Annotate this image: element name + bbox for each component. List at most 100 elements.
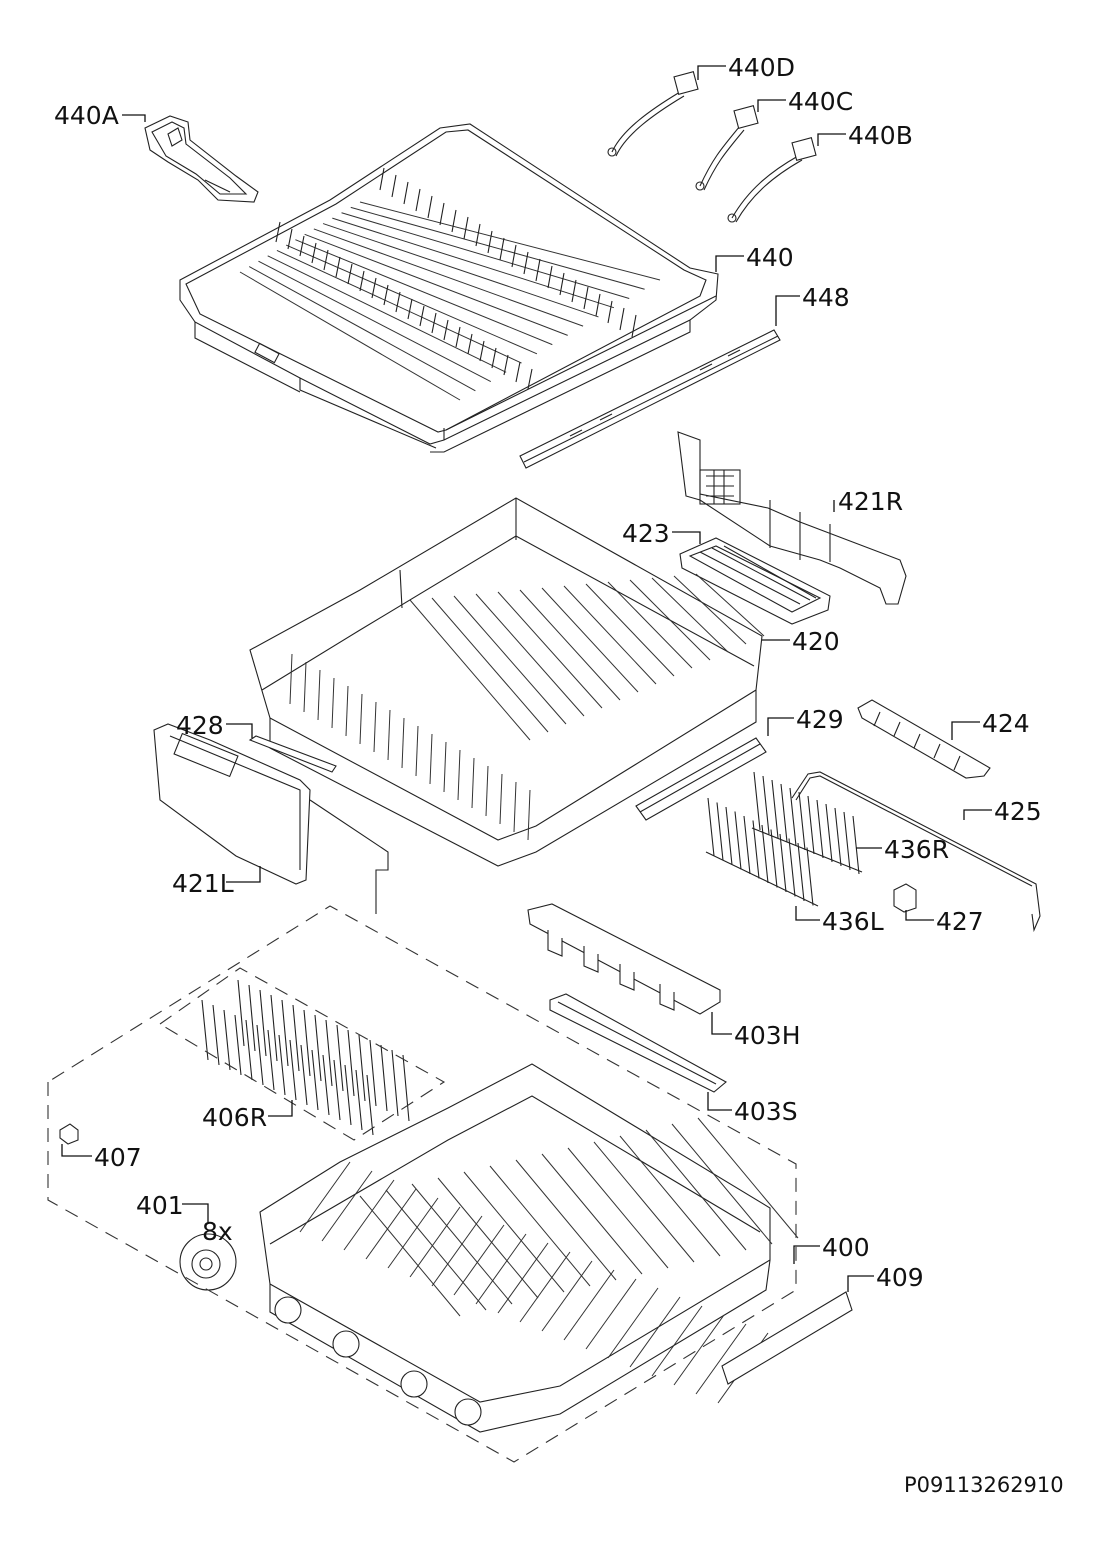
- drawing-stroke: [571, 279, 577, 303]
- part-440-drawing: [179, 123, 719, 453]
- part-448-drawing: [519, 329, 781, 469]
- part-423-drawing: [679, 537, 831, 625]
- drawing-stroke: [380, 1044, 388, 1112]
- drawing-stroke: [212, 1004, 220, 1066]
- label-421R: 421R: [838, 487, 903, 516]
- drawing-stroke: [716, 802, 724, 861]
- part-425-drawing: [791, 771, 1041, 933]
- drawing-stroke: [563, 585, 657, 685]
- label-423: 423: [622, 519, 670, 548]
- drawing-stroke: [651, 1305, 703, 1377]
- drawing-stroke: [415, 188, 421, 212]
- drawing-stroke: [299, 1161, 351, 1233]
- part-406R-drawing: [201, 979, 410, 1136]
- drawing-stroke: [431, 312, 437, 334]
- drawing-stroke: [358, 1034, 366, 1102]
- drawing-stroke: [527, 368, 533, 390]
- drawing-stroke: [491, 347, 497, 369]
- drawing-stroke: [585, 1278, 637, 1350]
- drawing-stroke: [322, 223, 599, 318]
- drawing-stroke: [311, 1049, 319, 1111]
- part-440A-drawing: [144, 115, 259, 203]
- drawing-stroke: [344, 1064, 352, 1126]
- drawer-grid: [239, 167, 661, 401]
- drawing-stroke: [651, 577, 729, 653]
- drawing-stroke: [415, 725, 419, 777]
- drawing-stroke: [431, 597, 549, 733]
- drawing-stroke: [607, 581, 693, 669]
- drawing-stroke: [761, 824, 769, 884]
- drawing-stroke: [409, 1206, 461, 1278]
- drawing-stroke: [281, 999, 289, 1067]
- drawing-stroke: [300, 1044, 308, 1106]
- drawing-stroke: [201, 999, 209, 1061]
- drawing-stroke: [503, 354, 509, 376]
- drawing-stroke: [292, 1004, 300, 1072]
- drawing-stroke: [479, 340, 485, 362]
- drawing-stroke: [499, 237, 505, 261]
- drawing-stroke: [383, 284, 389, 306]
- drawing-stroke: [443, 319, 449, 341]
- drawing-stroke: [299, 235, 305, 257]
- rack-436L-tines: [707, 797, 814, 906]
- drawing-stroke: [245, 1019, 253, 1081]
- drawing-stroke: [369, 1039, 377, 1107]
- drawing-stroke: [707, 797, 715, 857]
- drawing-stroke: [427, 195, 433, 219]
- drawing-stroke: [619, 1135, 721, 1257]
- drawing-stroke: [523, 251, 529, 275]
- drawing-stroke: [391, 1049, 399, 1117]
- drawing-stroke: [439, 202, 445, 226]
- drawing-stroke: [780, 783, 788, 843]
- drawing-stroke: [323, 249, 329, 271]
- drawing-stroke: [401, 717, 405, 769]
- drawing-stroke: [595, 293, 601, 317]
- drawing-stroke: [248, 984, 256, 1052]
- drawing-stroke: [359, 693, 363, 745]
- drawing-stroke: [825, 803, 833, 863]
- drawing-stroke: [239, 271, 461, 401]
- lower-basket-wires: [299, 1117, 799, 1404]
- drawing-stroke: [541, 1153, 643, 1275]
- drawing-stroke: [267, 1029, 275, 1091]
- drawing-stroke: [487, 230, 493, 254]
- drawing-stroke: [515, 1159, 617, 1281]
- drawing-stroke: [379, 167, 385, 191]
- lower-assembly-outline: [47, 905, 797, 1463]
- drawing-stroke: [350, 206, 645, 290]
- drawing-stroke: [429, 733, 433, 785]
- label-436L: 436L: [822, 907, 884, 936]
- drawing-stroke: [806, 847, 814, 906]
- drawing-stroke: [563, 1269, 615, 1341]
- label-424: 424: [982, 709, 1030, 738]
- drawing-stroke: [457, 749, 461, 801]
- label-401-quantity: 8x: [202, 1217, 233, 1246]
- label-440A: 440A: [54, 101, 119, 130]
- leader-lines: [61, 65, 992, 1292]
- drawing-stroke: [788, 838, 796, 897]
- drawing-stroke: [335, 256, 341, 278]
- drawing-stroke: [259, 989, 267, 1057]
- drawing-stroke: [527, 789, 531, 841]
- drawing-stroke: [359, 201, 661, 281]
- drawing-stroke: [695, 573, 765, 637]
- drawing-stroke: [371, 277, 377, 299]
- drawing-stroke: [607, 1287, 659, 1359]
- label-409: 409: [876, 1263, 924, 1292]
- drawing-stroke: [695, 1323, 747, 1395]
- drawing-stroke: [471, 757, 475, 809]
- drawing-stroke: [237, 979, 245, 1047]
- drawing-stroke: [789, 787, 797, 847]
- part-440B-drawing: [727, 137, 817, 223]
- drawing-stroke: [585, 583, 675, 677]
- label-440: 440: [746, 243, 794, 272]
- label-427: 427: [936, 907, 984, 936]
- drawing-stroke: [304, 233, 568, 336]
- drawing-stroke: [541, 1260, 593, 1332]
- part-407-drawing: [59, 1123, 79, 1145]
- drawing-stroke: [331, 677, 335, 729]
- drawing-stroke: [725, 806, 733, 866]
- label-406R: 406R: [202, 1103, 267, 1132]
- drawing-stroke: [463, 1171, 565, 1293]
